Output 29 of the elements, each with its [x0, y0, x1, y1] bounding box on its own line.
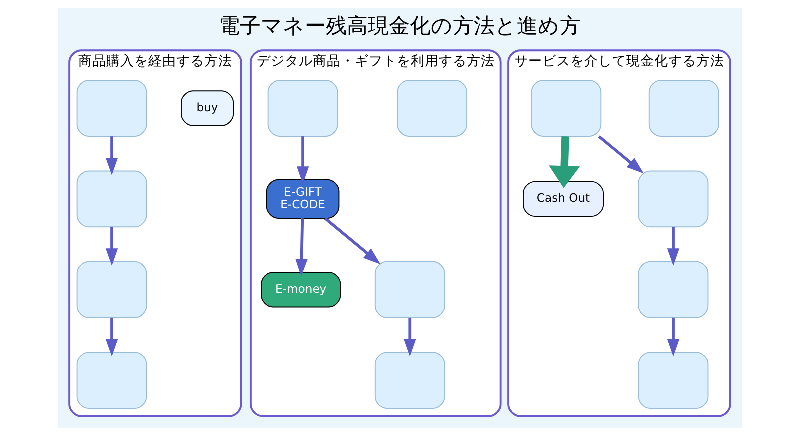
- node-box: buy: [181, 90, 234, 126]
- diagram-title: 電子マネー残高現金化の方法と進め方: [219, 14, 581, 39]
- node-box: [648, 80, 720, 137]
- arrow: [549, 136, 580, 188]
- node-box: E-GIFT E-CODE: [266, 179, 340, 219]
- node-box: E-money: [261, 272, 342, 308]
- arrow: [106, 227, 118, 266]
- arrow: [667, 227, 680, 266]
- arrow: [106, 318, 118, 357]
- node-box: [397, 80, 468, 137]
- node-box: [374, 352, 446, 410]
- node-box: Cash Out: [523, 181, 604, 218]
- arrow: [296, 218, 308, 277]
- node-box: [76, 80, 148, 137]
- node-box: [638, 170, 709, 228]
- node-box: [268, 80, 338, 137]
- node-box: [76, 352, 148, 410]
- node-box: [638, 352, 709, 410]
- arrow: [404, 318, 416, 357]
- arrow: [296, 136, 310, 184]
- node-box: [531, 80, 602, 137]
- node-box: [374, 261, 446, 318]
- arrow: [324, 217, 381, 265]
- arrow: [598, 135, 644, 174]
- arrow: [667, 318, 680, 357]
- node-box: [76, 261, 148, 318]
- node-box: [638, 261, 709, 318]
- arrow: [106, 136, 118, 176]
- node-box: [76, 170, 148, 228]
